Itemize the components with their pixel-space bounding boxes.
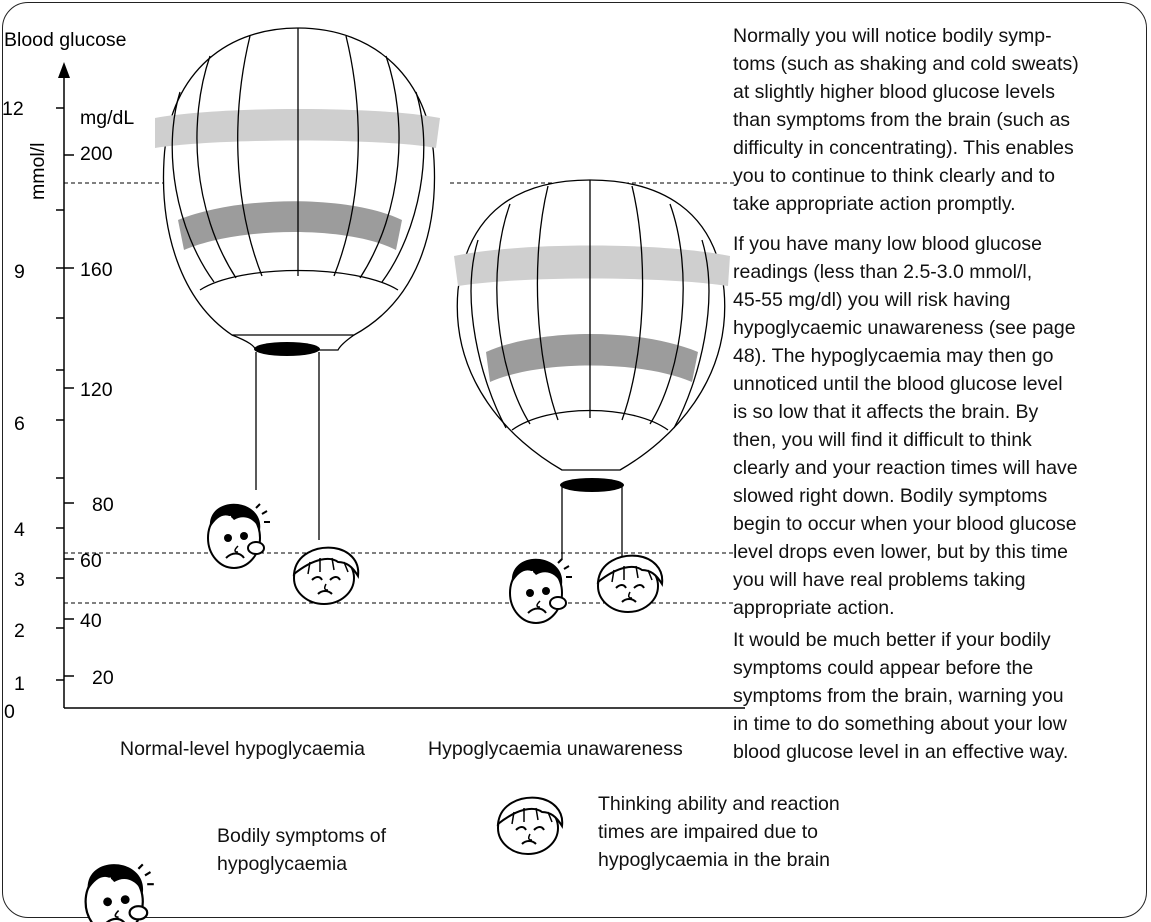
explanation-paragraph-3: It would be much better if your bodily s… [733, 626, 1149, 766]
mmol-tick-4: 4 [14, 519, 25, 541]
legend-brain-line: Thinking ability and reaction [598, 793, 840, 815]
para2-line: you will have real problems taking [733, 569, 1026, 591]
para2-line: clearly and your reaction times will hav… [733, 457, 1078, 479]
para2-line: then, you will find it difficult to thin… [733, 429, 1032, 451]
axis-title: Blood glucose [4, 29, 127, 51]
mgdl-unit-label: mg/dL [80, 107, 134, 129]
para1-line: toms (such as shaking and cold sweats) [733, 53, 1079, 75]
para1-line: take appropriate action promptly. [733, 193, 1016, 215]
caption-hypoglycaemia-unawareness: Hypoglycaemia unawareness [428, 738, 683, 760]
para3-line: symptoms from the brain, warning you [733, 685, 1064, 707]
para1-line: difficulty in concentrating). This enabl… [733, 137, 1074, 159]
legend-brain-line: hypoglycaemia in the brain [598, 849, 830, 871]
para2-line: begin to occur when your blood glucose [733, 513, 1077, 535]
para2-line: is so low that it affects the brain. By [733, 401, 1039, 423]
balloon-unawareness [454, 179, 730, 560]
mmol-unit-label: mmol/l [27, 143, 49, 200]
para1-line: than symptoms from the brain (such as [733, 109, 1071, 131]
mgdl-tick-200: 200 [80, 143, 113, 165]
para1-line: Normally you will notice bodily symp- [733, 25, 1052, 47]
balloon-normal-mid-band [178, 201, 402, 250]
para1-line: at slightly higher blood glucose levels [733, 81, 1055, 103]
para2-line: appropriate action. [733, 597, 895, 619]
mgdl-tick-60: 60 [80, 550, 102, 572]
mmol-tick-12: 12 [2, 98, 24, 120]
balloon-unaware-mid-band [486, 334, 698, 382]
para1-line: you to continue to think clearly and to [733, 165, 1055, 187]
mmol-tick-1: 1 [14, 673, 25, 695]
para2-line: readings (less than 2.5-3.0 mmol/l, [733, 261, 1033, 283]
legend-brain-line: times are impaired due to [598, 821, 819, 843]
balloon-normal [155, 27, 440, 540]
legend-bodily-line: hypoglycaemia [217, 853, 348, 875]
para2-line: slowed right down. Bodily symptoms [733, 485, 1048, 507]
para2-line: unnoticed until the blood glucose level [733, 373, 1063, 395]
mmol-tick-3: 3 [14, 569, 25, 591]
legend-brain-text: Thinking ability and reaction times are … [598, 790, 840, 874]
para2-line: level drops even lower, but by this time [733, 541, 1068, 563]
axis-ticks [56, 107, 74, 681]
bodily-symptom-face-unaware [509, 557, 573, 624]
explanation-paragraph-1: Normally you will notice bodily symp- to… [733, 22, 1149, 218]
mgdl-tick-160: 160 [80, 259, 113, 281]
caption-normal-hypoglycaemia: Normal-level hypoglycaemia [120, 738, 365, 760]
mmol-tick-6: 6 [14, 413, 25, 435]
para3-line: in time to do something about your low [733, 713, 1067, 735]
mgdl-tick-80: 80 [92, 494, 114, 516]
para3-line: symptoms could appear before the [733, 657, 1034, 679]
mmol-tick-2: 2 [14, 620, 25, 642]
para3-line: It would be much better if your bodily [733, 629, 1051, 651]
brain-symptom-face-normal [293, 546, 360, 605]
mgdl-tick-40: 40 [80, 610, 102, 632]
mmol-tick-0: 0 [4, 701, 15, 723]
mmol-tick-9: 9 [14, 261, 25, 283]
explanation-paragraph-2: If you have many low blood glucose readi… [733, 230, 1149, 622]
mgdl-tick-20: 20 [92, 667, 114, 689]
brain-symptom-face-unaware [597, 554, 664, 613]
legend-bodily-line: Bodily symptoms of [217, 825, 387, 847]
legend-brain-icon [497, 796, 564, 855]
para3-line: blood glucose level in an effective way. [733, 741, 1069, 763]
mgdl-tick-120: 120 [80, 379, 113, 401]
balloon-unaware-top-band [454, 245, 730, 286]
para2-line: 48). The hypoglycaemia may then go [733, 345, 1054, 367]
legend-bodily-text: Bodily symptoms of hypoglycaemia [217, 822, 386, 878]
bodily-symptom-face-normal [207, 502, 271, 569]
para2-line: 45-55 mg/dl) you will risk having [733, 289, 1011, 311]
para2-line: hypoglycaemic unawareness (see page [733, 317, 1076, 339]
legend-bodily-icon [84, 862, 155, 922]
para2-line: If you have many low blood glucose [733, 233, 1042, 255]
